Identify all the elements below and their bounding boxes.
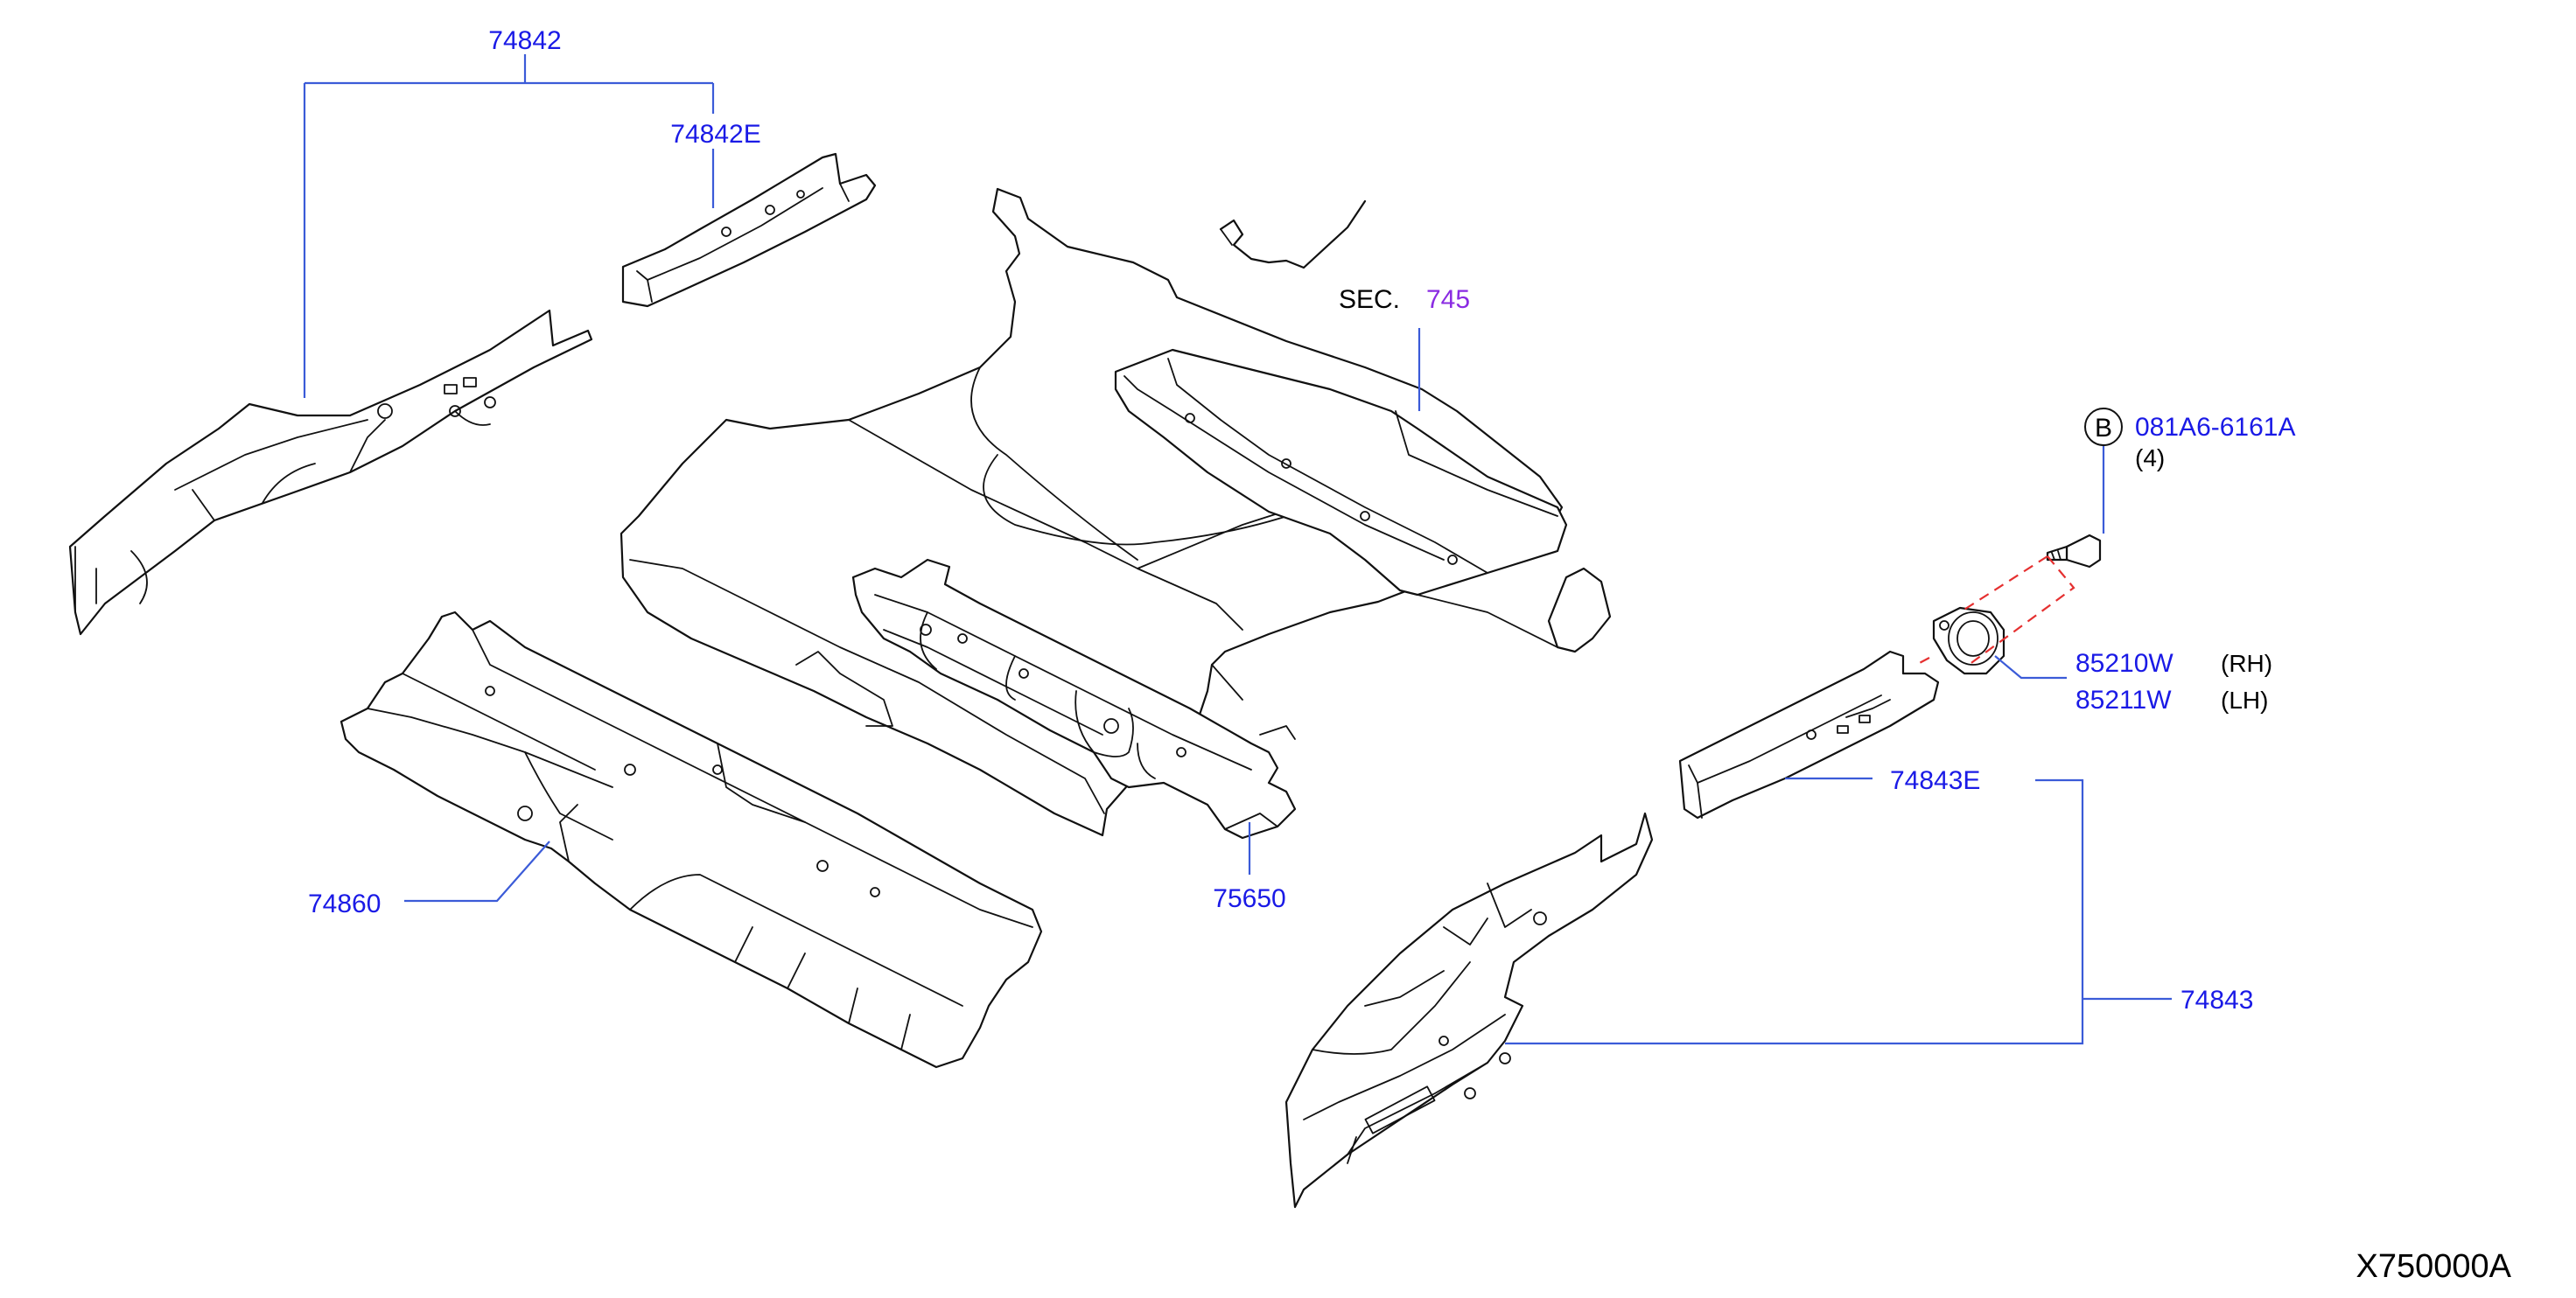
- center-floor-member-75650: [851, 558, 1297, 840]
- label-74842[interactable]: 74842: [488, 26, 561, 55]
- side-member-74842: [68, 309, 593, 636]
- label-bolt-qty: (4): [2135, 444, 2165, 471]
- bracket-74842E: [621, 152, 877, 308]
- bolt-callout-circle: [2084, 408, 2123, 446]
- dash-cross-member-74860: [340, 611, 1043, 1069]
- label-75650[interactable]: 75650: [1213, 884, 1285, 913]
- sec-745-panel-fragment: [1219, 199, 1367, 269]
- label-85210W[interactable]: 85210W: [2076, 649, 2174, 678]
- bolt-081A6-6161A: [2046, 534, 2102, 569]
- label-85211W[interactable]: 85211W: [2076, 686, 2172, 715]
- label-sec-ref[interactable]: 745: [1426, 285, 1470, 314]
- label-74842E[interactable]: 74842E: [670, 120, 760, 149]
- label-74843[interactable]: 74843: [2180, 986, 2253, 1015]
- bolt-callout-letter: B: [2095, 414, 2112, 443]
- diagram-id: X750000A: [2356, 1248, 2512, 1285]
- rear-floor-cross-member: [1114, 348, 1612, 653]
- leader-lines: [303, 54, 2172, 1045]
- label-74843E[interactable]: 74843E: [1890, 766, 1980, 795]
- label-rh: (RH): [2221, 650, 2272, 677]
- label-bolt[interactable]: 081A6-6161A: [2135, 413, 2296, 442]
- side-member-74843: [1284, 812, 1654, 1209]
- bracket-74843E: [1678, 650, 1940, 820]
- label-lh: (LH): [2221, 687, 2268, 714]
- connector-85210W: [1932, 606, 2006, 675]
- label-sec-prefix: SEC.: [1339, 285, 1400, 314]
- label-74860[interactable]: 74860: [308, 890, 381, 918]
- bolt-guide-dashed: [1915, 555, 2076, 666]
